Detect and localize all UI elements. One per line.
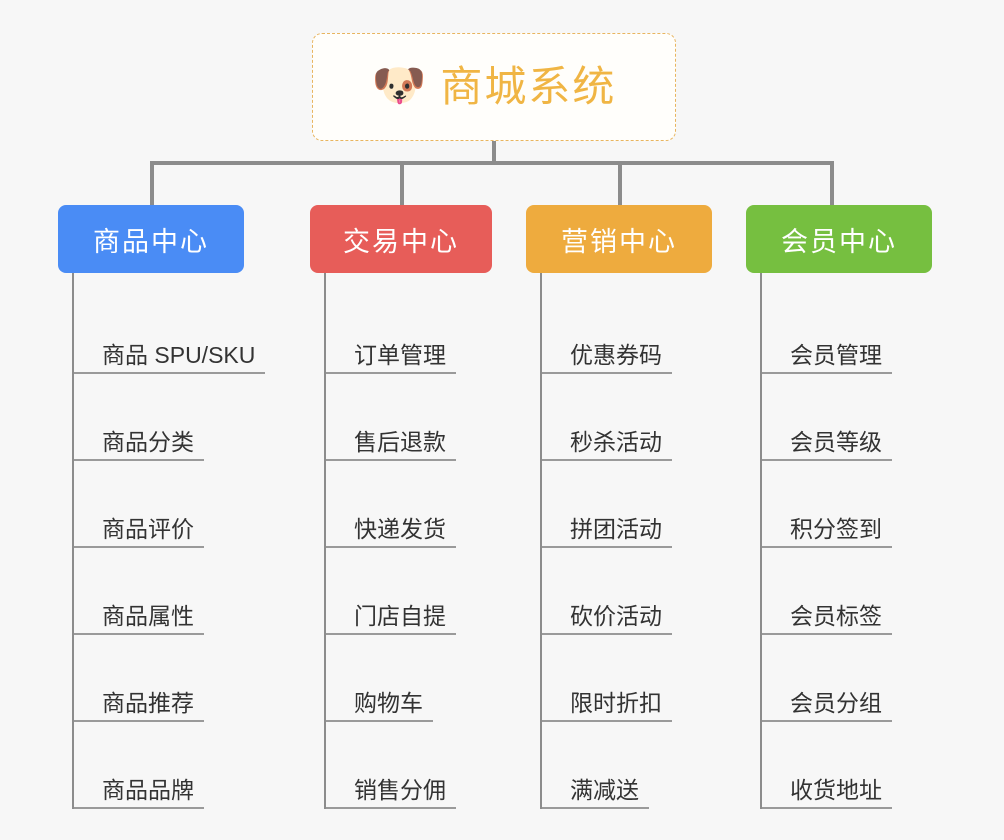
- leaf-item-rule: [326, 459, 456, 461]
- leaf-item[interactable]: 积分签到: [762, 461, 932, 548]
- leaf-item[interactable]: 门店自提: [326, 548, 492, 635]
- leaf-item-rule: [74, 633, 204, 635]
- leaf-item-label: 商品分类: [102, 428, 194, 455]
- connector-drop-3: [618, 161, 622, 205]
- connector-horizontal-bus: [150, 161, 834, 165]
- leaf-item-rule: [762, 372, 892, 374]
- leaf-item[interactable]: 会员标签: [762, 548, 932, 635]
- leaf-item-label: 快递发货: [354, 515, 446, 542]
- leaf-item-rule: [542, 459, 672, 461]
- leaf-item-label: 售后退款: [354, 428, 446, 455]
- leaf-item-rule: [762, 633, 892, 635]
- leaf-item-rule: [74, 372, 265, 374]
- leaf-item-label: 商品评价: [102, 515, 194, 542]
- leaf-item-label: 门店自提: [354, 602, 446, 629]
- leaf-item-rule: [74, 546, 204, 548]
- category-header-label: 营销中心: [561, 226, 677, 257]
- connector-root-stem: [492, 141, 496, 165]
- leaf-item-label: 订单管理: [354, 341, 446, 368]
- leaf-item[interactable]: 满减送: [542, 722, 712, 809]
- leaf-item-label: 商品 SPU/SKU: [102, 341, 256, 368]
- leaf-item[interactable]: 收货地址: [762, 722, 932, 809]
- leaf-item-label: 砍价活动: [570, 602, 662, 629]
- leaf-item[interactable]: 拼团活动: [542, 461, 712, 548]
- category-header-label: 交易中心: [343, 226, 459, 257]
- connector-drop-4: [830, 161, 834, 205]
- leaf-item[interactable]: 秒杀活动: [542, 374, 712, 461]
- category-header-4[interactable]: 会员中心: [746, 205, 932, 273]
- leaf-item[interactable]: 会员分组: [762, 635, 932, 722]
- leaf-item-rule: [542, 372, 672, 374]
- leaf-item[interactable]: 砍价活动: [542, 548, 712, 635]
- category-header-3[interactable]: 营销中心: [526, 205, 712, 273]
- leaf-item[interactable]: 商品评价: [74, 461, 244, 548]
- leaf-item-rule: [74, 807, 204, 809]
- leaf-item-label: 商品推荐: [102, 689, 194, 716]
- leaf-item[interactable]: 商品分类: [74, 374, 244, 461]
- leaf-item[interactable]: 商品 SPU/SKU: [74, 287, 255, 374]
- category-header-label: 商品中心: [93, 226, 209, 257]
- leaf-item-rule: [74, 720, 204, 722]
- leaf-item-label: 收货地址: [790, 776, 882, 803]
- leaf-item-rule: [542, 546, 672, 548]
- leaf-item-rule: [542, 633, 672, 635]
- leaf-item-label: 拼团活动: [570, 515, 662, 542]
- root-node[interactable]: 🐶 商城系统: [312, 33, 676, 141]
- category-column-marketing: 营销中心优惠券码秒杀活动拼团活动砍价活动限时折扣满减送: [526, 205, 712, 809]
- leaf-list: 优惠券码秒杀活动拼团活动砍价活动限时折扣满减送: [540, 273, 712, 809]
- leaf-item-label: 会员等级: [790, 428, 882, 455]
- leaf-item-rule: [542, 807, 649, 809]
- leaf-item-rule: [762, 807, 892, 809]
- leaf-item-rule: [762, 459, 892, 461]
- shiba-dog-emoji-icon: 🐶: [371, 61, 427, 110]
- leaf-item[interactable]: 销售分佣: [326, 722, 492, 809]
- leaf-item[interactable]: 限时折扣: [542, 635, 712, 722]
- leaf-item-rule: [762, 546, 892, 548]
- leaf-item-rule: [542, 720, 672, 722]
- category-column-member: 会员中心会员管理会员等级积分签到会员标签会员分组收货地址: [746, 205, 932, 809]
- leaf-item-rule: [74, 459, 204, 461]
- leaf-item-rule: [762, 720, 892, 722]
- leaf-item-label: 满减送: [570, 776, 639, 803]
- leaf-item[interactable]: 订单管理: [326, 287, 492, 374]
- leaf-list: 会员管理会员等级积分签到会员标签会员分组收货地址: [760, 273, 932, 809]
- category-header-2[interactable]: 交易中心: [310, 205, 492, 273]
- leaf-item[interactable]: 售后退款: [326, 374, 492, 461]
- leaf-item-label: 会员标签: [790, 602, 882, 629]
- leaf-item-label: 限时折扣: [570, 689, 662, 716]
- category-header-label: 会员中心: [781, 226, 897, 257]
- leaf-item-label: 秒杀活动: [570, 428, 662, 455]
- leaf-item-label: 销售分佣: [354, 776, 446, 803]
- leaf-item-rule: [326, 807, 456, 809]
- leaf-item-rule: [326, 720, 433, 722]
- leaf-item-label: 会员管理: [790, 341, 882, 368]
- leaf-item-label: 优惠券码: [570, 341, 662, 368]
- leaf-item[interactable]: 会员管理: [762, 287, 932, 374]
- category-header-1[interactable]: 商品中心: [58, 205, 244, 273]
- leaf-item[interactable]: 商品属性: [74, 548, 244, 635]
- leaf-item[interactable]: 快递发货: [326, 461, 492, 548]
- leaf-item-rule: [326, 546, 456, 548]
- leaf-item-label: 商品属性: [102, 602, 194, 629]
- leaf-item[interactable]: 购物车: [326, 635, 492, 722]
- leaf-list: 商品 SPU/SKU 商品分类商品评价商品属性商品推荐商品品牌: [72, 273, 265, 809]
- leaf-item[interactable]: 商品推荐: [74, 635, 244, 722]
- leaf-item-label: 商品品牌: [102, 776, 194, 803]
- root-node-label: 商城系统: [440, 63, 617, 110]
- leaf-item[interactable]: 优惠券码: [542, 287, 712, 374]
- leaf-item-label: 积分签到: [790, 515, 882, 542]
- category-column-product: 商品中心商品 SPU/SKU 商品分类商品评价商品属性商品推荐商品品牌: [58, 205, 265, 809]
- leaf-item-label: 会员分组: [790, 689, 882, 716]
- leaf-item-label: 购物车: [354, 689, 423, 716]
- leaf-item[interactable]: 商品品牌: [74, 722, 244, 809]
- leaf-list: 订单管理售后退款快递发货门店自提购物车销售分佣: [324, 273, 492, 809]
- leaf-item-rule: [326, 372, 456, 374]
- leaf-item[interactable]: 会员等级: [762, 374, 932, 461]
- connector-drop-1: [150, 161, 154, 205]
- leaf-item-rule: [326, 633, 456, 635]
- connector-drop-2: [400, 161, 404, 205]
- category-column-trade: 交易中心订单管理售后退款快递发货门店自提购物车销售分佣: [310, 205, 492, 809]
